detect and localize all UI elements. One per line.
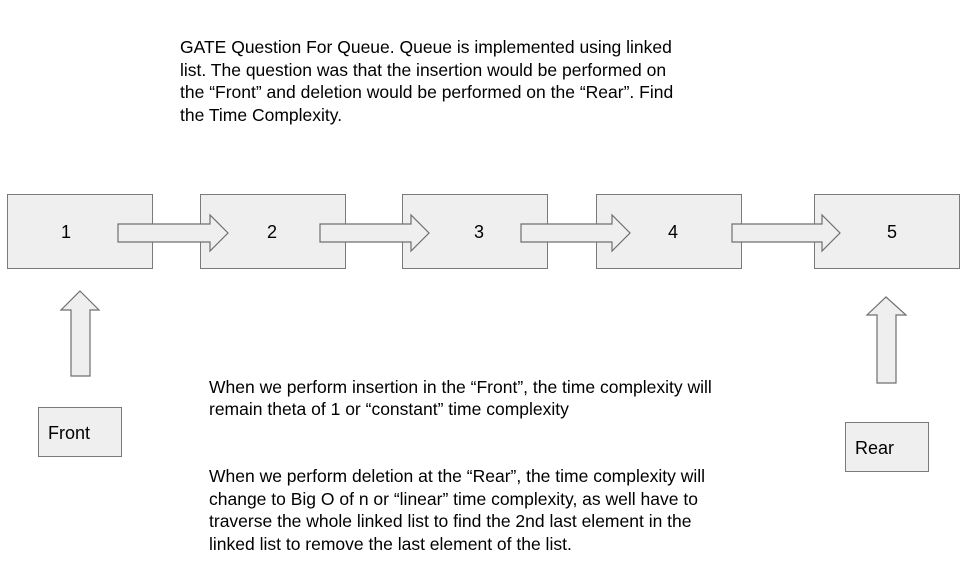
node-label: 4 (667, 222, 678, 242)
front-label: Front (48, 423, 91, 443)
node-label: 5 (886, 222, 897, 242)
arrow-right-icon (520, 213, 631, 253)
list-node-5: 5 (814, 194, 960, 269)
arrow-right-icon (117, 213, 229, 253)
arrow-up-icon (865, 296, 908, 384)
rear-label: Rear (855, 438, 895, 458)
intro-text: GATE Question For Queue. Queue is implem… (180, 37, 674, 125)
rear-label-box: Rear (845, 422, 929, 472)
node-label: 3 (473, 222, 484, 242)
arrow-right-icon (731, 213, 841, 253)
arrow-up-icon (59, 290, 101, 377)
arrows-layer (59, 213, 908, 384)
front-label-box: Front (38, 407, 122, 457)
slide: GATE Question For Queue. Queue is implem… (7, 37, 960, 554)
explanation-notes: When we perform insertion in the “Front”… (209, 353, 769, 578)
insertion-note: When we perform insertion in the “Front”… (209, 376, 712, 420)
arrow-right-icon (319, 213, 430, 253)
deletion-note: When we perform deletion at the “Rear”, … (209, 466, 706, 554)
node-label: 1 (60, 222, 71, 242)
node-label: 2 (266, 222, 277, 242)
